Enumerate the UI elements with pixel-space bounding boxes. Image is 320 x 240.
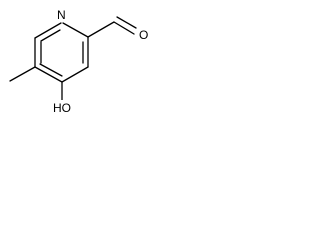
bond-aldehyde-c (87, 21, 115, 38)
ring-nitrogen-label: N (57, 8, 66, 22)
bond-ring-c4-c5-double-inner (39, 63, 63, 77)
chemical-structure-diagram: N HO O (9, 8, 151, 116)
carbonyl-oxygen-label: O (139, 28, 148, 42)
bond-ring-c4-c5 (34, 66, 63, 83)
bond-ring-c6-n1 (34, 22, 62, 39)
bond-ring-n1-c6-double-inner (40, 29, 61, 42)
ring-nitrogen-mask (55, 8, 69, 22)
hydroxyl-label: HO (53, 101, 71, 115)
bond-ring-n1-c2 (62, 22, 89, 38)
hydroxyl-mask (50, 100, 74, 116)
bond-methyl (9, 66, 36, 82)
bond-aldehyde-co (113, 21, 135, 35)
carbonyl-oxygen-mask (137, 28, 151, 42)
bond-aldehyde-co-double (116, 16, 137, 29)
bond-ring-c3-c4 (61, 66, 89, 83)
